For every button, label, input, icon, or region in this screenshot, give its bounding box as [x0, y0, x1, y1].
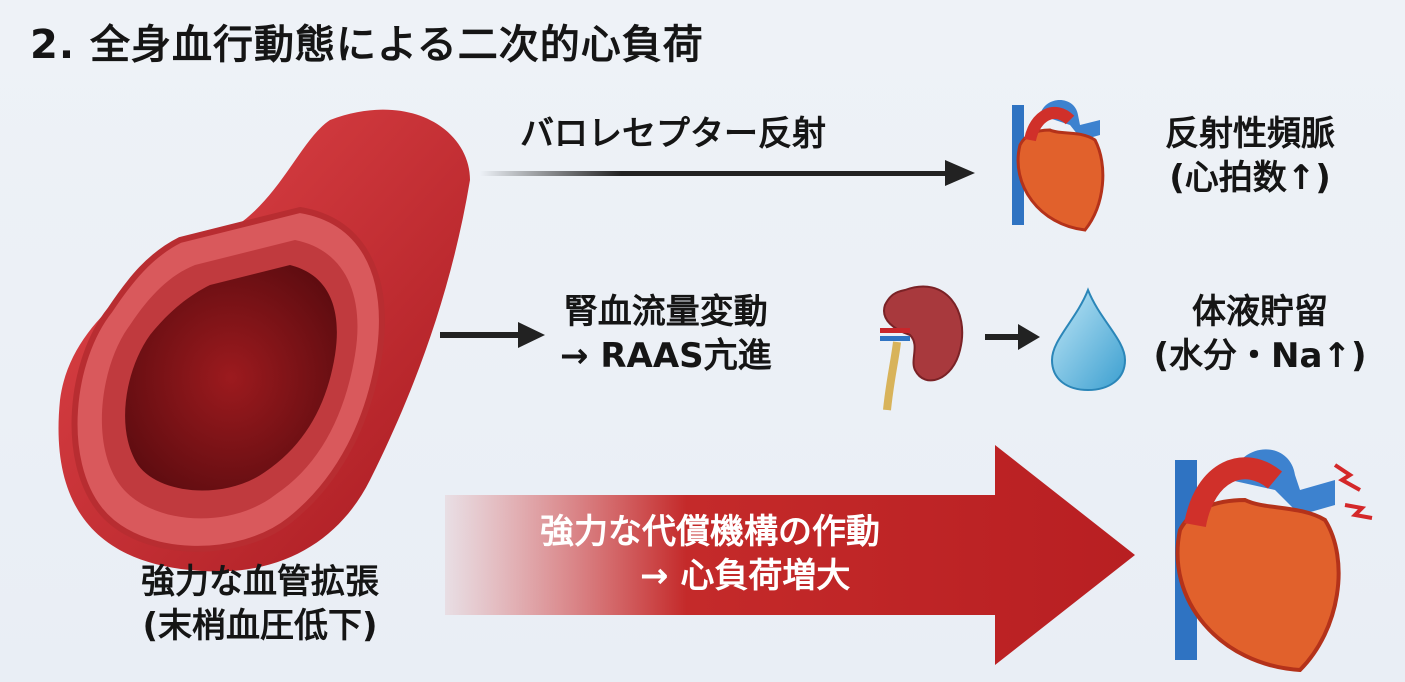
water-drop-icon — [1050, 287, 1127, 392]
vessel-label-line1: 強力な血管拡張 — [141, 562, 379, 602]
water-sodium-label: (水分・Na↑) — [1153, 336, 1367, 376]
page-title: 2. 全身血行動態による二次的心負荷 — [30, 22, 704, 68]
kidney-icon — [880, 285, 964, 411]
vessel-label-line2: (末梢血圧低下) — [142, 606, 378, 646]
reflex-tachycardia-label: 反射性頻脈 — [1165, 114, 1335, 154]
arrow-icon — [440, 322, 545, 348]
large-heart-icon — [1175, 449, 1373, 673]
baroreceptor-reflex-label: バロレセプター反射 — [520, 114, 826, 154]
raas-activation-label: → RAAS亢進 — [560, 336, 772, 376]
arrow-icon — [480, 160, 975, 186]
fluid-retention-label: 体液貯留 — [1192, 292, 1328, 332]
blood-vessel-illustration — [58, 109, 471, 572]
compensation-label: 強力な代償機構の作動 — [540, 512, 880, 552]
cardiac-load-label: → 心負荷増大 — [640, 556, 851, 596]
heart-rate-label: (心拍数↑) — [1169, 158, 1331, 198]
heart-icon — [1012, 100, 1105, 232]
renal-blood-flow-label: 腎血流量変動 — [563, 292, 768, 332]
arrow-icon — [985, 324, 1040, 350]
big-arrow-icon — [445, 445, 1135, 665]
